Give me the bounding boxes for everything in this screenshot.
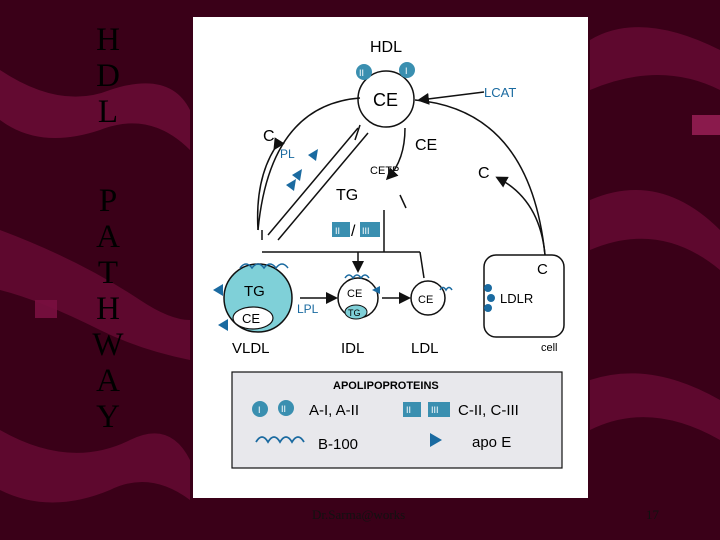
b100-coil-icon bbox=[239, 263, 289, 270]
legend-b-label: B-100 bbox=[318, 436, 358, 453]
ldl-branch bbox=[419, 251, 425, 279]
right-arc bbox=[414, 99, 546, 256]
apo-III-icon: III bbox=[428, 402, 450, 417]
hdl-pathway-diagram: HDL CE II I LCAT C PL CE C CETP TG II / … bbox=[213, 39, 565, 469]
svg-text:III: III bbox=[362, 226, 370, 236]
svg-text:II: II bbox=[281, 404, 286, 414]
lpl-label: LPL bbox=[297, 302, 319, 316]
apo-II-icon: II bbox=[403, 402, 421, 417]
legend-a-label: A-I, A-II bbox=[309, 402, 359, 419]
footer-author: Dr.Sarma@works bbox=[312, 507, 406, 522]
ldl-label: LDL bbox=[411, 340, 439, 357]
b100-coil-icon bbox=[255, 436, 305, 444]
vldl-ce-core bbox=[232, 306, 274, 330]
title-letter: A bbox=[96, 219, 120, 255]
vldl-tg-label: TG bbox=[244, 283, 265, 300]
vldl-label: VLDL bbox=[232, 340, 270, 357]
apo-II-icon: II bbox=[356, 64, 372, 80]
idl-ce-label: CE bbox=[347, 288, 362, 300]
hdl-ce-label: CE bbox=[373, 90, 398, 110]
apo-II-icon: II bbox=[332, 222, 350, 237]
title-letter: H bbox=[96, 22, 120, 58]
idl-label: IDL bbox=[341, 340, 364, 357]
ldl-ce-label: CE bbox=[418, 294, 433, 306]
title-letter: H bbox=[96, 291, 120, 327]
apo-e-icon bbox=[213, 284, 223, 296]
ldl-particle bbox=[410, 280, 446, 316]
ce-right-label: CE bbox=[415, 137, 437, 154]
apo-e-icon bbox=[218, 319, 228, 331]
lcat-arrow bbox=[417, 91, 485, 105]
idl-tg-label: TG bbox=[348, 308, 361, 318]
b100-coil-icon bbox=[439, 286, 453, 292]
cell-label: cell bbox=[541, 342, 558, 354]
c-arrow bbox=[256, 137, 285, 231]
vertical-title: H D L P A T H W A Y bbox=[88, 22, 128, 435]
svg-text:II: II bbox=[335, 226, 340, 236]
vldl-ce-label: CE bbox=[242, 311, 260, 326]
legend-e-label: apo E bbox=[472, 434, 511, 451]
legend-c-label: C-II, C-III bbox=[458, 402, 519, 419]
title-letter: T bbox=[97, 255, 119, 291]
c-return-arrow bbox=[495, 176, 546, 256]
title-letter: P bbox=[98, 183, 118, 219]
cetp-arrow-in bbox=[385, 127, 406, 181]
b100-coil-icon bbox=[344, 274, 370, 280]
hdl-particle bbox=[357, 70, 415, 128]
page-number: 17 bbox=[646, 507, 659, 522]
diagonal-line-1 bbox=[267, 127, 359, 236]
c-right-label: C bbox=[478, 165, 490, 182]
diagram-panel: HDL CE II I LCAT C PL CE C CETP TG II / … bbox=[193, 17, 588, 498]
title-letter: D bbox=[96, 58, 120, 94]
idl-tg-core bbox=[344, 304, 368, 320]
hdl-label: HDL bbox=[370, 39, 402, 56]
apo-e-icon bbox=[372, 286, 380, 294]
ldlr-label: LDLR bbox=[500, 291, 533, 306]
apo-III-icon: III bbox=[360, 222, 380, 237]
pl-label: PL bbox=[280, 147, 295, 161]
title-letter: L bbox=[97, 94, 119, 130]
svg-text:III: III bbox=[431, 405, 439, 415]
svg-text:II: II bbox=[406, 405, 411, 415]
lcat-label: LCAT bbox=[484, 85, 516, 100]
apo-I-icon: I bbox=[252, 401, 268, 417]
legend-box bbox=[231, 371, 563, 469]
apo-e-icon bbox=[430, 433, 442, 447]
ldl-receptor-icon bbox=[484, 284, 495, 312]
cell-c-label: C bbox=[537, 261, 548, 278]
tg-mid-label: TG bbox=[336, 187, 358, 204]
apo-I-icon: I bbox=[399, 62, 415, 78]
cetp-label: CETP bbox=[370, 165, 399, 177]
left-arc bbox=[257, 97, 361, 231]
hdl-stem bbox=[354, 124, 361, 141]
apo-II-icon: II bbox=[278, 400, 294, 416]
svg-text:I: I bbox=[258, 405, 261, 415]
slash: / bbox=[351, 223, 356, 240]
cell-box bbox=[483, 254, 565, 338]
title-letter: Y bbox=[96, 399, 120, 435]
cetp-arrow-out bbox=[399, 194, 407, 209]
svg-text:I: I bbox=[405, 66, 408, 76]
svg-text:II: II bbox=[359, 68, 364, 78]
c-top-left-label: C bbox=[263, 128, 275, 145]
title-letter: A bbox=[96, 363, 120, 399]
apo-triangles bbox=[286, 149, 318, 191]
title-letter: W bbox=[92, 327, 124, 363]
legend-title: APOLIPOPROTEINS bbox=[333, 380, 439, 392]
diagonal-line-2 bbox=[277, 132, 369, 241]
